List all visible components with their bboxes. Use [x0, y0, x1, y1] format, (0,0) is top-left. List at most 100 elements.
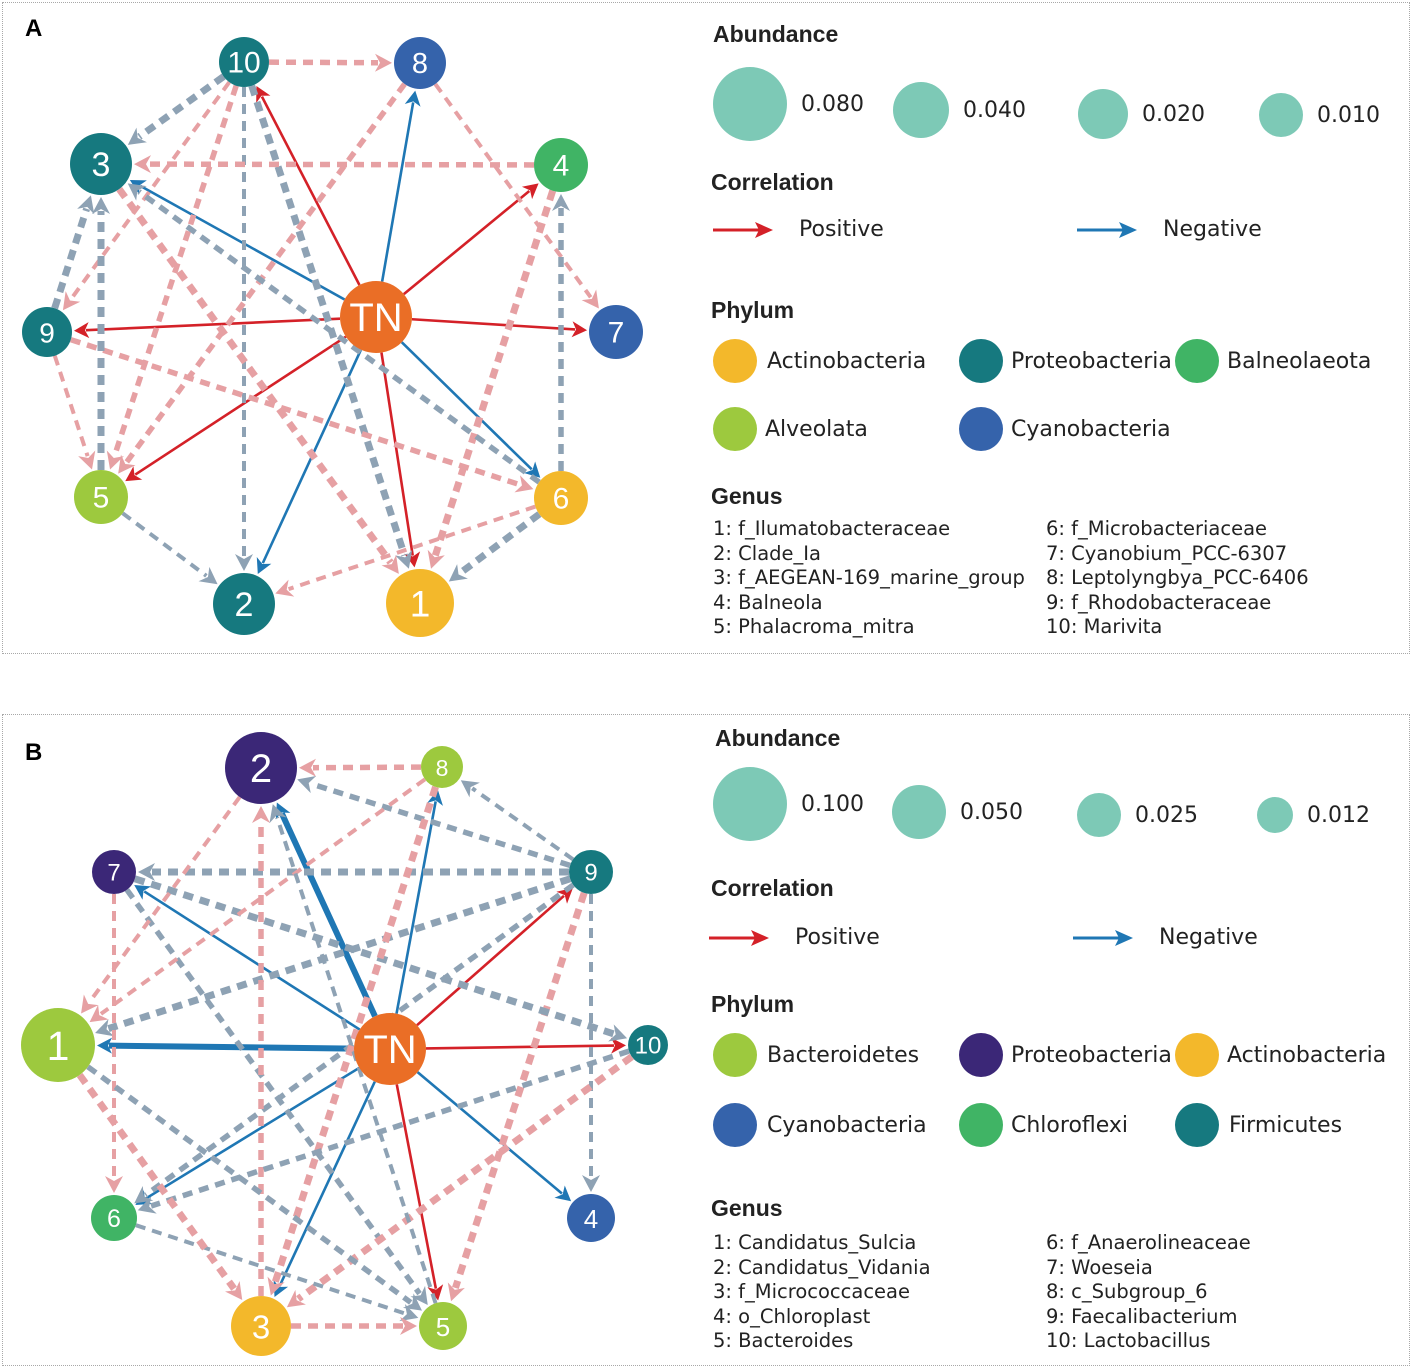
genus-item: 3: f_AEGEAN-169_marine_group	[713, 566, 1025, 590]
node-4: 4	[534, 138, 588, 192]
phylum-label: Bacteroidetes	[767, 1042, 920, 1068]
abundance-item: 0.050	[892, 785, 1023, 839]
genus-item: 8: Leptolyngbya_PCC-6406	[1046, 566, 1309, 590]
genus-item: 6: f_Anaerolineaceae	[1046, 1231, 1251, 1254]
phylum-item: Balneolaeota	[1175, 339, 1371, 383]
genus-list-right: 6: f_Microbacteriaceae 7: Cyanobium_PCC-…	[1046, 517, 1309, 640]
edge-9-7	[138, 863, 569, 881]
phylum-dot	[959, 407, 1003, 451]
node-label: 10	[227, 47, 260, 80]
abundance-item: 0.100	[713, 767, 864, 841]
node-label: TN	[349, 296, 402, 340]
edge-10-9	[62, 81, 231, 311]
node-label: 5	[436, 1312, 450, 1342]
positive-arrow-icon	[713, 221, 773, 238]
negative-arrow-icon	[1077, 221, 1137, 238]
edge-10-1	[248, 84, 413, 569]
edge-8-2	[298, 758, 422, 777]
genus-item: 1: Candidatus_Sulcia	[713, 1231, 917, 1254]
edge-TN-7	[134, 884, 361, 1031]
edge-TN-9	[73, 317, 341, 339]
abundance-item: 0.012	[1257, 797, 1370, 833]
edge-9-4	[582, 894, 600, 1192]
edge-4-3	[133, 155, 535, 174]
correlation-title: Correlation	[711, 875, 834, 901]
genus-list-left: 1: f_Ilumatobacteraceae 2: Clade_Ia 3: f…	[713, 517, 1025, 640]
phylum-dot	[1175, 1103, 1219, 1147]
edge-TN-8	[395, 789, 443, 1014]
genus-item: 10: Marivita	[1046, 615, 1163, 639]
genus-item: 7: Cyanobium_PCC-6307	[1046, 541, 1288, 565]
phylum-label: Actinobacteria	[767, 348, 927, 374]
abundance-circle	[1259, 93, 1303, 137]
edge-9-1	[95, 875, 572, 1037]
node-label: 4	[553, 150, 570, 183]
phylum-label: Cyanobacteria	[767, 1112, 927, 1138]
phylum-label: Balneolaeota	[1227, 348, 1372, 374]
edge-TN-6	[400, 341, 541, 478]
edge-2-1	[81, 795, 242, 1014]
edge-8-3	[267, 785, 439, 1296]
node-label: 3	[92, 146, 111, 184]
genus-item: 4: o_Chloroplast	[713, 1304, 871, 1328]
genus-item: 2: Candidatus_Vidania	[713, 1255, 931, 1279]
edge-7-5	[124, 888, 428, 1305]
node-6: 6	[534, 471, 588, 525]
node-7: 7	[92, 850, 136, 894]
node-8: 8	[394, 37, 446, 89]
genus-title: Genus	[711, 483, 783, 509]
genus-item: 7: Woeseia	[1046, 1255, 1153, 1279]
node-1: 1	[21, 1008, 95, 1082]
phylum-label: Chloroflexi	[1011, 1112, 1129, 1138]
edge-TN-8	[380, 90, 421, 282]
edge-TN-5	[125, 335, 347, 482]
edge-1-5	[86, 1064, 422, 1311]
negative-label: Negative	[1159, 925, 1258, 950]
edge-4-1	[427, 189, 557, 569]
negative-arrow-icon	[1073, 929, 1133, 946]
node-label: 8	[412, 48, 428, 80]
node-label: 7	[608, 317, 625, 350]
phylum-dot	[713, 407, 757, 451]
edge-1-3	[76, 1072, 243, 1301]
edge-6-2	[275, 504, 537, 597]
node-label: 1	[410, 584, 431, 625]
abundance-item: 0.010	[1259, 93, 1380, 137]
edge-10-2	[235, 87, 253, 571]
edge-6-1	[448, 511, 542, 582]
edge-6-4	[552, 194, 570, 471]
phylum-label: Alveolata	[765, 416, 868, 442]
node-7: 7	[589, 305, 643, 359]
edge-9-3	[51, 195, 95, 310]
genus-item: 9: Faecalibacterium	[1046, 1304, 1238, 1328]
phylum-label: Proteobacteria	[1011, 348, 1172, 374]
phylum-item: Chloroflexi	[959, 1103, 1128, 1147]
correlation-positive: Positive	[711, 217, 884, 242]
abundance-circle	[892, 785, 946, 839]
edge-3-5	[291, 1317, 417, 1335]
genus-item: 4: Balneola	[713, 590, 823, 614]
edge-7-10	[133, 875, 628, 1042]
correlation-positive: Positive	[707, 925, 880, 950]
genus-list-right: 6: f_Anaerolineaceae 7: Woeseia 8: c_Sub…	[1046, 1231, 1251, 1354]
node-label: 6	[553, 483, 570, 516]
node-9: 9	[22, 307, 72, 357]
abundance-item: 0.025	[1077, 793, 1198, 837]
edge-10-3	[127, 73, 226, 145]
phylum-dot	[713, 339, 757, 383]
edge-9-5	[447, 891, 588, 1302]
edge-8-5	[118, 82, 407, 474]
genus-item: 5: Bacteroides	[713, 1329, 854, 1353]
node-6: 6	[91, 1195, 137, 1241]
edge-TN-3	[273, 1081, 376, 1297]
node-9: 9	[569, 850, 613, 894]
node-8: 8	[421, 746, 463, 788]
genus-item: 8: c_Subgroup_6	[1046, 1280, 1208, 1304]
phylum-item: Bacteroidetes	[713, 1033, 919, 1077]
edge-9-5	[52, 355, 96, 470]
phylum-item: Cyanobacteria	[713, 1103, 927, 1147]
node-label: 9	[584, 860, 597, 887]
